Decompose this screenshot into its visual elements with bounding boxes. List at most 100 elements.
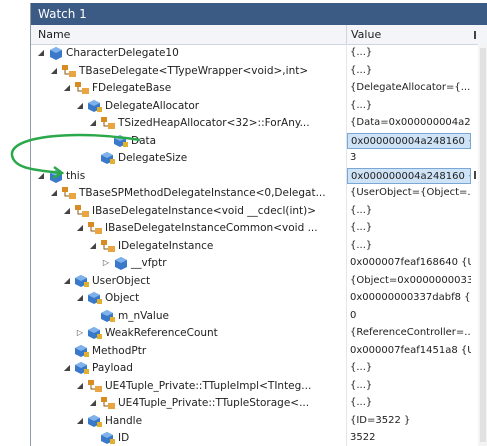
collapse-arrow-icon[interactable]: ◢ — [76, 380, 84, 390]
collapse-arrow-icon[interactable]: ◢ — [50, 188, 58, 197]
row-value: {...} — [350, 239, 373, 251]
class-hierarchy-icon — [100, 239, 116, 253]
class-hierarchy-icon — [87, 379, 103, 393]
collapse-arrow-icon[interactable]: ◢ — [76, 293, 84, 302]
row-value: {...} — [350, 64, 373, 76]
row-name: WeakReferenceCount — [105, 327, 218, 339]
row-value-cell[interactable]: {...} — [347, 378, 471, 394]
watch-row[interactable]: ◢IBaseDelegateInstanceCommon<void ...{..… — [31, 220, 487, 236]
collapse-arrow-icon[interactable]: ◢ — [76, 223, 84, 232]
collapse-arrow-icon[interactable]: ◢ — [89, 398, 97, 407]
row-value: {...} — [350, 47, 373, 58]
row-value: 3522 — [350, 432, 376, 443]
row-name: TBaseSPMethodDelegateInstance<0,Delegat.… — [79, 187, 326, 199]
watch-row[interactable]: ◢ TBaseDelegate<TTypeWrapper<void>,int> {.… — [31, 63, 487, 79]
row-value-cell[interactable]: 3522 — [347, 430, 471, 446]
watch-row[interactable]: ◢UE4Tuple_Private::TTupleStorage<...{...… — [31, 395, 487, 411]
row-name: FDelegateBase — [92, 82, 172, 94]
row-value-cell[interactable]: {ID=3522 } — [347, 413, 471, 429]
protected-field-icon — [87, 414, 103, 428]
watch-row[interactable]: ◢UserObject{Object=0x0000000033... — [31, 273, 487, 289]
row-value-cell[interactable]: {...} — [347, 203, 471, 219]
row-value-cell[interactable]: {DelegateAllocator={.... — [347, 80, 471, 96]
scrollbar-thumb[interactable] — [480, 48, 486, 442]
watch-row[interactable]: ID 3522 — [31, 430, 487, 446]
highlighted-value-cell[interactable]: 0x000000004a248160 {...} — [347, 132, 471, 149]
watch-row[interactable]: ◢ IDelegateInstance {...} — [31, 238, 487, 254]
collapse-arrow-icon[interactable]: ◢ — [37, 48, 45, 57]
class-hierarchy-icon — [61, 186, 77, 200]
watch-row[interactable]: ▷ __vfptr 0x000007feaf168640 {U... — [31, 255, 487, 271]
watch-row[interactable]: ◢ FDelegateBase {DelegateAllocator={.... — [31, 80, 487, 96]
watch-row[interactable]: ◢ CharacterDelegate10 {...} — [31, 45, 487, 61]
watch-row[interactable]: ◢UE4Tuple_Private::TTupleImpl<TInteg...{… — [31, 378, 487, 394]
watch-row[interactable]: ◢Handle{ID=3522 } — [31, 413, 487, 429]
collapse-arrow-icon[interactable]: ◢ — [63, 205, 71, 215]
vertical-scrollbar[interactable] — [478, 44, 487, 446]
edge-marker — [474, 31, 476, 39]
name-column-header[interactable]: Name — [38, 28, 71, 41]
row-value-cell[interactable]: 0x000007feaf1451a8 {U... — [347, 343, 471, 359]
row-name-cell: ▷ WeakReferenceCount — [31, 325, 345, 341]
row-value-cell[interactable]: 0x000007feaf168640 {U... — [347, 255, 471, 271]
row-value-cell[interactable]: {...} — [347, 63, 471, 79]
collapse-arrow-icon[interactable]: ◢ — [63, 83, 71, 92]
row-value-cell[interactable]: {...} — [347, 220, 471, 236]
column-divider — [346, 44, 347, 446]
expand-arrow-icon[interactable]: ▷ — [76, 328, 84, 337]
watch-row[interactable]: ▷ WeakReferenceCount {ReferenceController=… — [31, 325, 487, 341]
watch-title-bar[interactable]: Watch 1 — [31, 3, 487, 25]
row-name: __vfptr — [131, 257, 167, 269]
row-name: IDelegateInstance — [118, 239, 214, 252]
column-separator[interactable] — [346, 25, 347, 44]
watch-row[interactable]: ◢IBaseDelegateInstance<void __cdecl(int)… — [31, 203, 487, 219]
row-value: 0x000007feaf1451a8 {U... — [350, 344, 471, 356]
watch-row[interactable]: ◢ DelegateAllocator {...} — [31, 98, 487, 114]
row-name: Data — [131, 134, 157, 147]
row-value: 0x000007feaf168640 {U... — [350, 257, 471, 268]
expand-arrow-icon[interactable]: ▷ — [102, 258, 110, 267]
row-name: CharacterDelegate10 — [66, 47, 179, 59]
collapse-arrow-icon[interactable]: ◢ — [50, 65, 58, 75]
row-name: TBaseDelegate<TTypeWrapper<void>,int> — [79, 64, 309, 77]
watch-row[interactable]: ◢ TBaseSPMethodDelegateInstance<0,Delegat… — [31, 185, 487, 201]
row-value-cell[interactable]: 3 — [347, 150, 471, 166]
row-value-cell[interactable]: {UserObject={Object=... — [347, 185, 471, 201]
row-value-cell[interactable]: {...} — [347, 395, 471, 411]
collapse-arrow-icon[interactable]: ◢ — [63, 363, 71, 372]
collapse-arrow-icon[interactable]: ◢ — [63, 275, 71, 285]
row-value-cell[interactable]: {Data=0x000000004a24... — [347, 115, 471, 131]
row-value-cell[interactable]: 0x00000000337dabf8 {... — [347, 290, 471, 306]
row-value-cell[interactable]: {ReferenceController=... — [347, 325, 471, 341]
cube-icon — [113, 256, 129, 270]
class-hierarchy-icon — [87, 221, 103, 235]
row-name-cell: ◢Handle — [31, 413, 345, 429]
row-name: this — [66, 169, 86, 182]
watch-row[interactable]: ◢Payload{...} — [31, 360, 487, 376]
row-name-cell: ◢TSizedHeapAllocator<32>::ForAny... — [31, 115, 345, 131]
row-value-cell[interactable]: {...} — [347, 45, 471, 61]
collapse-arrow-icon[interactable]: ◢ — [76, 415, 84, 425]
row-name-cell: ID — [31, 430, 345, 446]
row-value-cell[interactable]: {...} — [347, 98, 471, 114]
watch-window: Watch 1 Name Value ◢ CharacterDelegate10 {… — [30, 3, 487, 446]
class-hierarchy-icon — [100, 396, 116, 410]
watch-row[interactable]: ◢TSizedHeapAllocator<32>::ForAny...{Data… — [31, 115, 487, 131]
collapse-arrow-icon[interactable]: ◢ — [37, 170, 45, 180]
row-value-cell[interactable]: 0 — [347, 308, 471, 324]
row-name: DelegateAllocator — [105, 99, 200, 112]
collapse-arrow-icon[interactable]: ◢ — [89, 240, 97, 250]
highlighted-value-cell[interactable]: 0x000000004a248160 {...} — [347, 167, 471, 184]
row-value-cell[interactable]: {Object=0x0000000033... — [347, 273, 471, 289]
collapse-arrow-icon[interactable]: ◢ — [76, 100, 84, 110]
collapse-arrow-icon[interactable]: ◢ — [89, 118, 97, 127]
row-value-cell[interactable]: {...} — [347, 360, 471, 376]
protected-field-icon — [100, 431, 116, 445]
row-value-cell[interactable]: {...} — [347, 238, 471, 254]
value-column-header[interactable]: Value — [351, 28, 382, 41]
cube-icon — [48, 46, 64, 60]
